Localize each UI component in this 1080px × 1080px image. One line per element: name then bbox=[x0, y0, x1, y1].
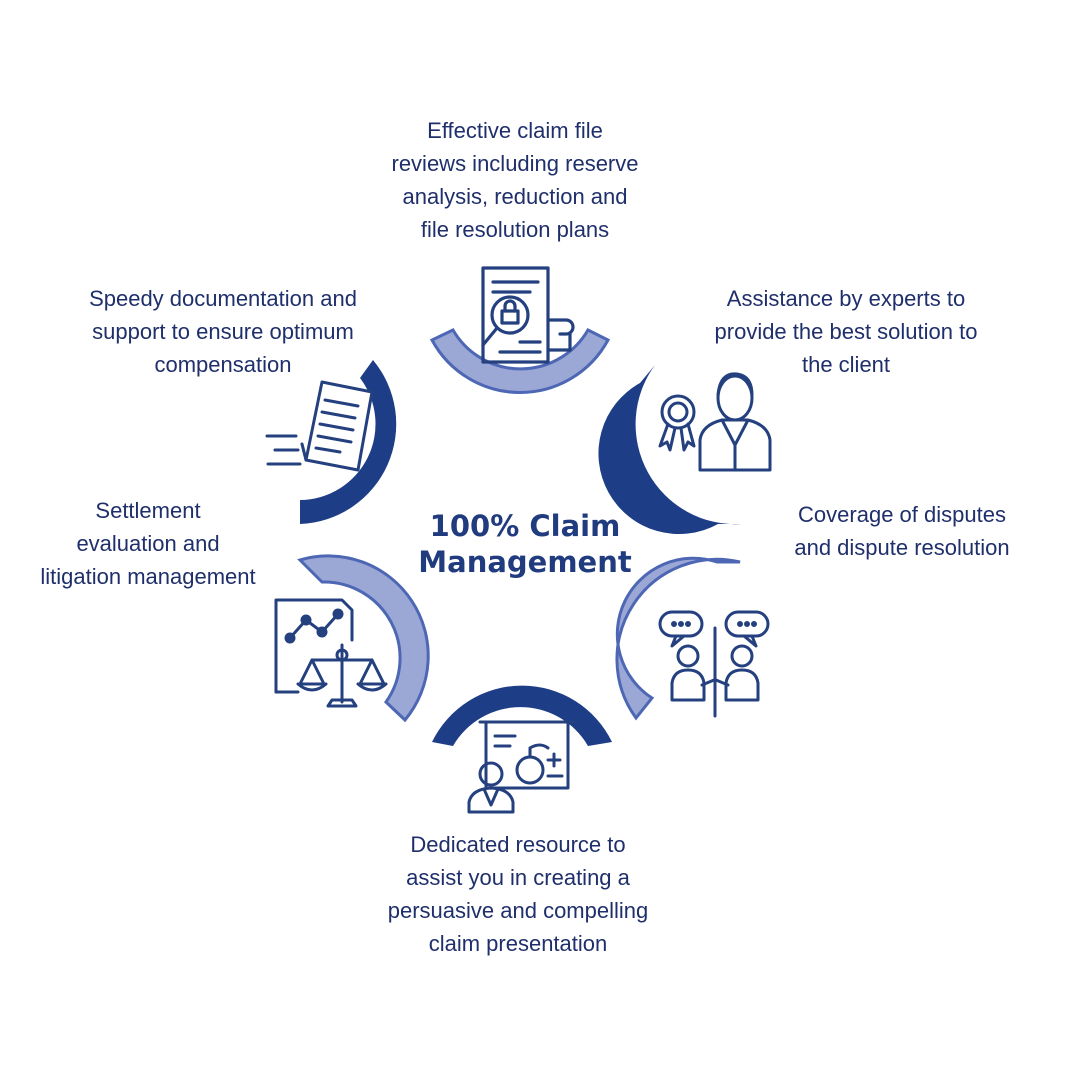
center-title: 100% Claim Management bbox=[370, 508, 680, 580]
fast-document-icon bbox=[265, 380, 374, 472]
arc-bottom-left bbox=[297, 554, 430, 723]
arc-bottom-right bbox=[615, 556, 741, 721]
expert-award-icon bbox=[658, 372, 772, 472]
justice-scale-chart-icon bbox=[274, 598, 388, 708]
arc-top-right bbox=[598, 365, 742, 535]
arc-bottom bbox=[432, 685, 612, 746]
item-label-expert-assistance: Assistance by experts to provide the bes… bbox=[714, 286, 978, 377]
dispute-people-icon bbox=[658, 610, 770, 718]
item-label-claim-file-reviews: Effective claim file reviews including r… bbox=[391, 118, 639, 242]
presenter-board-icon bbox=[467, 720, 576, 814]
item-label-settlement-evaluation: Settlement evaluation and litigation man… bbox=[40, 498, 256, 589]
item-label-dispute-coverage: Coverage of disputes and dispute resolut… bbox=[794, 502, 1010, 560]
item-label-dedicated-resource: Dedicated resource to assist you in crea… bbox=[387, 832, 649, 956]
center-title-line2: Management bbox=[418, 545, 632, 579]
item-label-speedy-documentation: Speedy documentation and support to ensu… bbox=[89, 286, 357, 377]
document-lock-magnifier-icon bbox=[481, 266, 575, 364]
arc-top-left bbox=[300, 360, 397, 524]
center-title-line1: 100% Claim bbox=[429, 509, 621, 543]
